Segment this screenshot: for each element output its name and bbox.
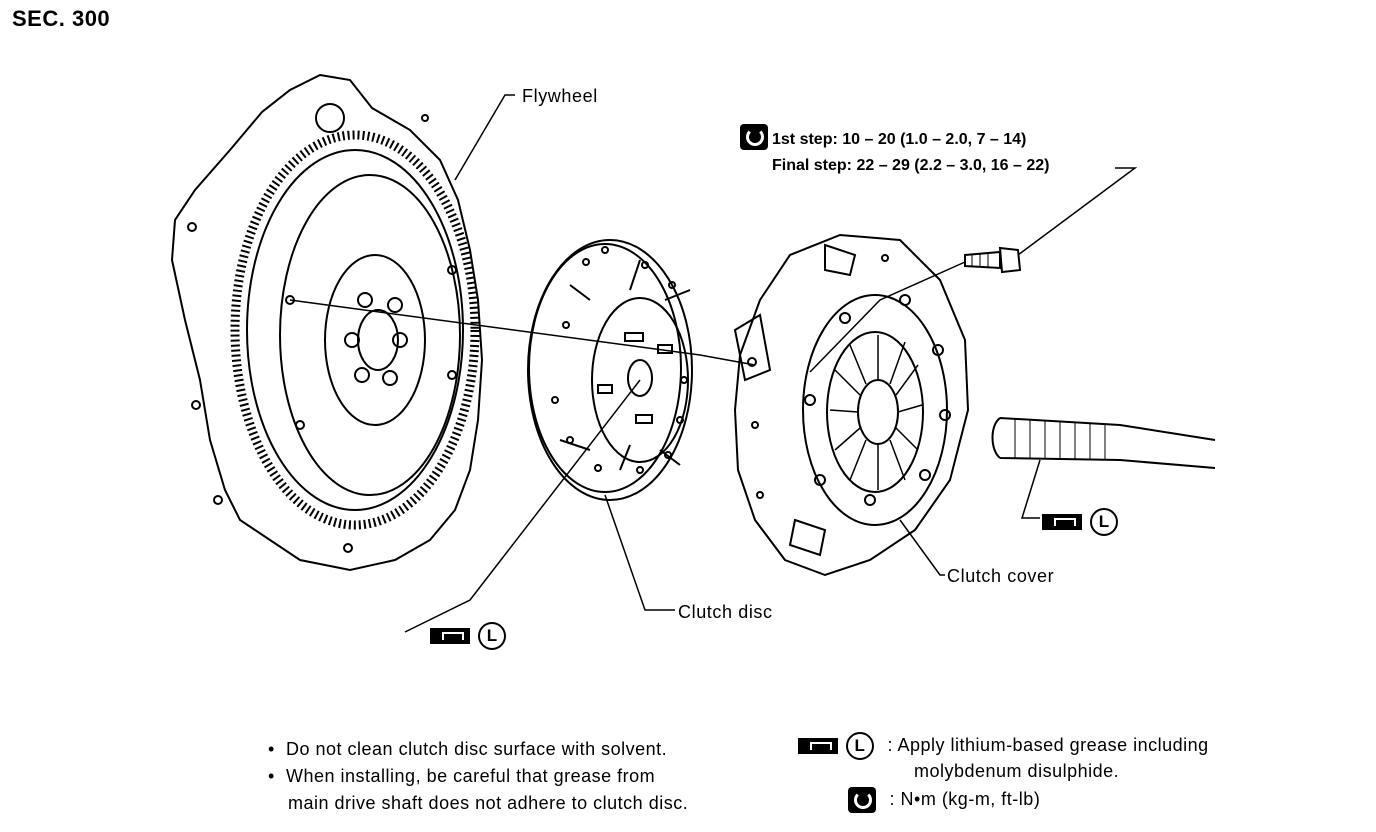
legend-grease: L : Apply lithium-based grease including: [798, 732, 1209, 760]
disc-grease-marker: L: [430, 622, 506, 650]
clutch-disc-spline-hub: [627, 359, 653, 397]
bolt-to-cover-line: [809, 261, 966, 373]
clutch-disc-outer: [527, 239, 693, 501]
torque-step1: 1st step: 10 – 20 (1.0 – 2.0, 7 – 14): [772, 131, 1027, 148]
note-2-cont: main drive shaft does not adhere to clut…: [288, 793, 689, 813]
grease-icon: [798, 738, 838, 754]
clutch-disc-leader: [604, 494, 675, 611]
clutch-cover-bolt: [964, 246, 1022, 274]
clutch-cover-body: [733, 233, 970, 577]
disc-grease-leader: [404, 379, 641, 633]
lithium-L-icon: L: [846, 732, 874, 760]
clutch-cover-ring: [802, 294, 948, 526]
flywheel-housing-plate: [170, 73, 484, 572]
bolt-leader: [1017, 167, 1138, 256]
center-alignment-line: [289, 299, 756, 366]
diaphragm-spring: [826, 331, 924, 493]
flywheel-ring-gear: [230, 130, 480, 530]
torque-final: Final step: 22 – 29 (2.2 – 3.0, 16 – 22): [772, 157, 1050, 174]
grease-icon: [1042, 514, 1082, 530]
lithium-L-icon: L: [1090, 508, 1118, 536]
shaft-leader: [1020, 459, 1041, 519]
flywheel-label: Flywheel: [522, 86, 598, 106]
torque-wrench-icon: [740, 124, 768, 150]
flywheel-face: [279, 174, 461, 496]
clutch-cover-label: Clutch cover: [947, 566, 1055, 586]
flywheel-outer: [246, 149, 464, 511]
legend-torque: : N•m (kg-m, ft-lb): [848, 787, 1040, 813]
clutch-disc-label: Clutch disc: [678, 602, 773, 622]
section-number: SEC. 300: [12, 6, 111, 31]
lithium-L-icon: L: [478, 622, 506, 650]
note-1: •Do not clean clutch disc surface with s…: [268, 739, 668, 759]
flywheel-leader: [454, 94, 515, 181]
grease-icon: [430, 628, 470, 644]
main-drive-shaft: [991, 417, 1216, 469]
housing-boss: [315, 103, 345, 133]
notes: •Do not clean clutch disc surface with s…: [268, 736, 688, 817]
shaft-grease-marker: L: [1042, 508, 1118, 536]
legend-grease-cont: molybdenum disulphide.: [914, 761, 1120, 781]
clutch-cover-leader: [899, 519, 945, 576]
note-2: •When installing, be careful that grease…: [268, 766, 656, 786]
torque-wrench-icon: [848, 787, 876, 813]
